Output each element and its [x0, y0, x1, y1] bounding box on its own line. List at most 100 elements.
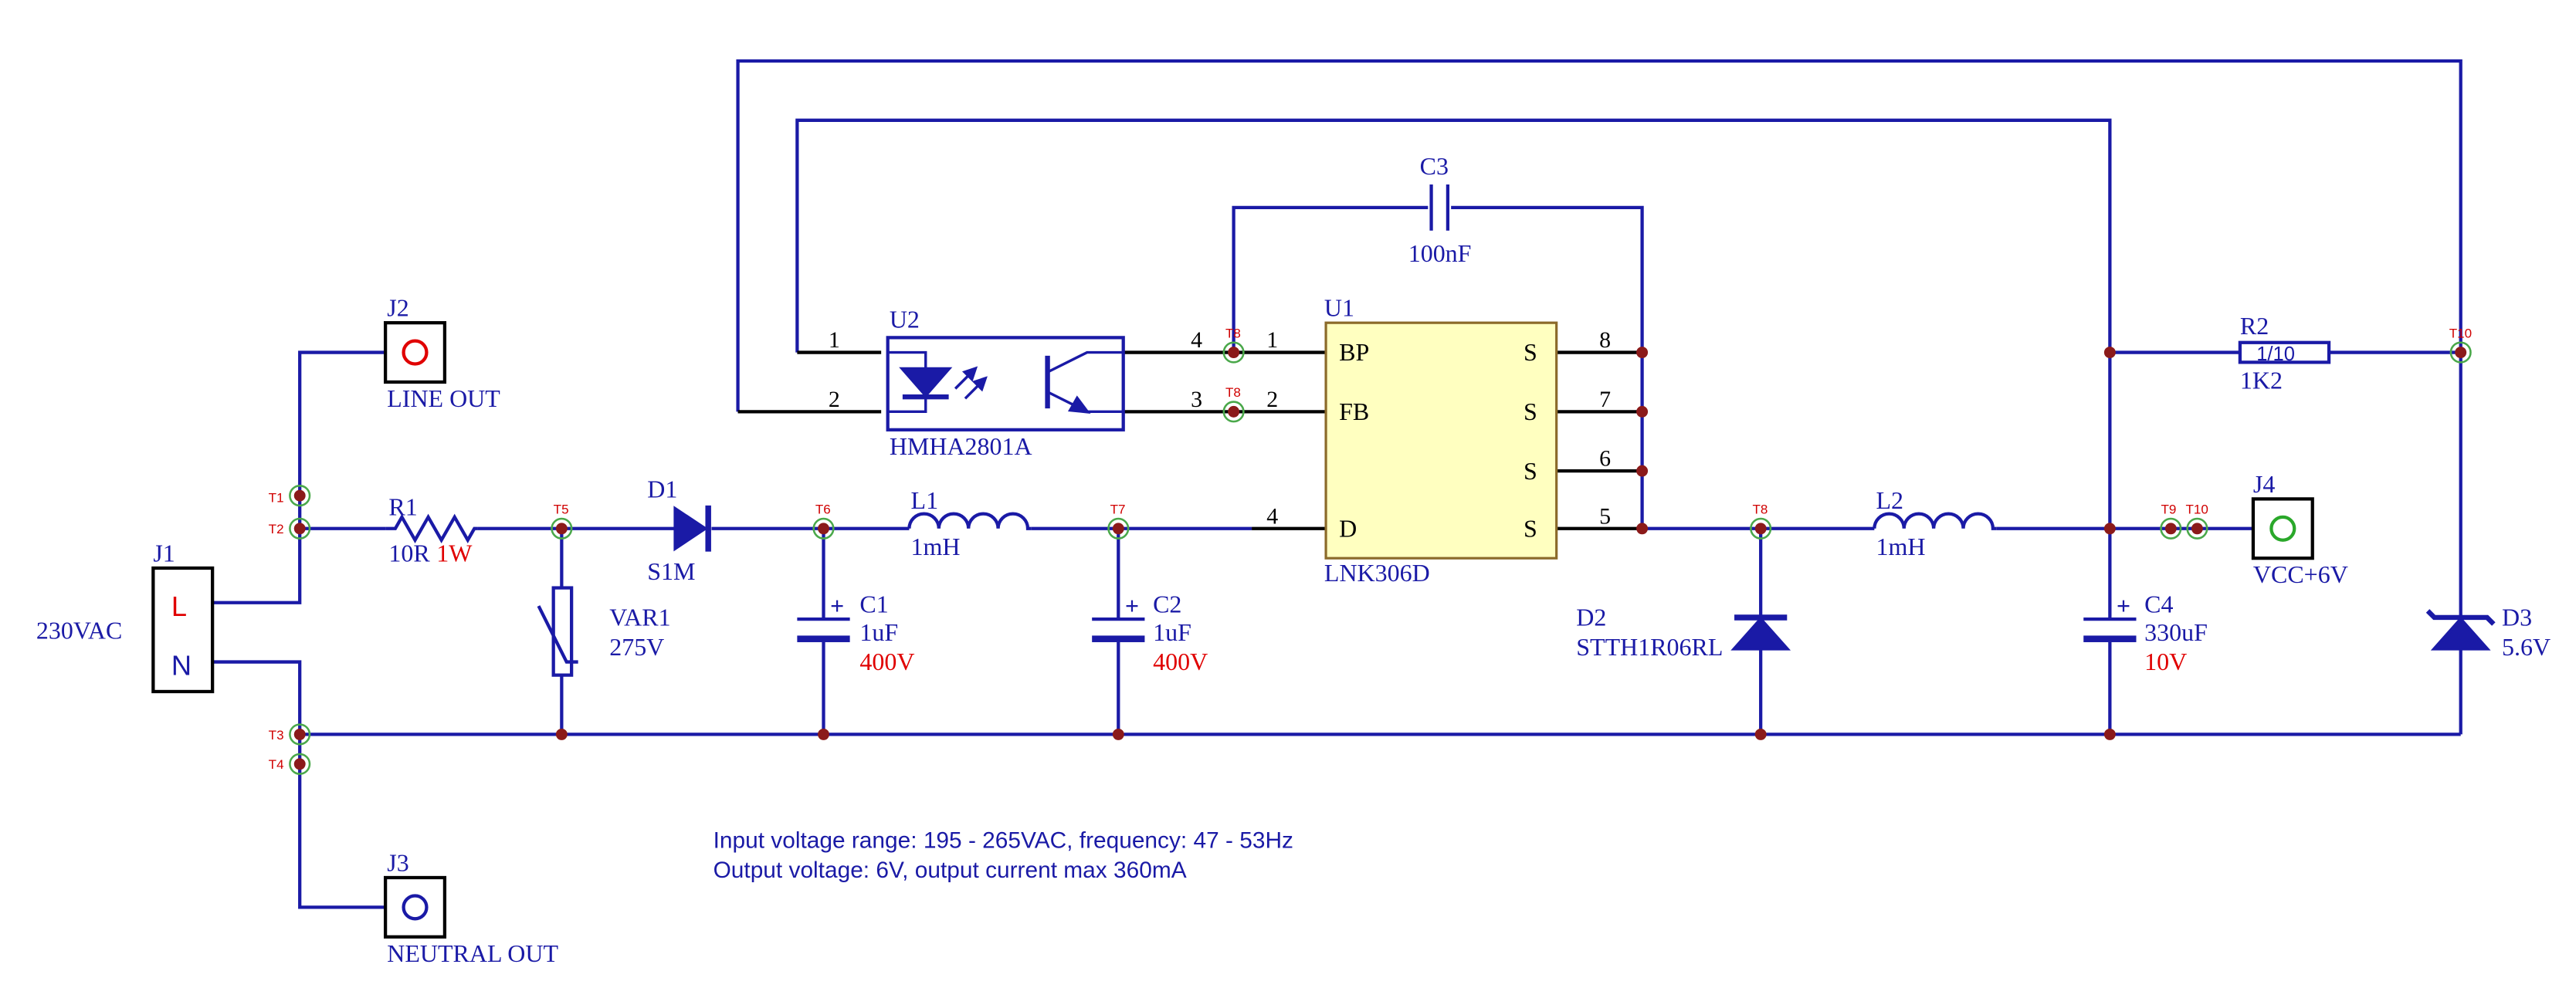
c4-rating: 10V — [2144, 648, 2187, 675]
varistor-slash-icon — [537, 605, 578, 664]
u1-pin-d-label: D — [1339, 514, 1357, 542]
u1-pin6-label: S — [1524, 457, 1537, 485]
j3-name: NEUTRAL OUT — [387, 939, 558, 967]
varistor-var1: VAR1 275V — [537, 586, 671, 677]
c3-ref: C3 — [1420, 152, 1449, 180]
test-point-ring-icon — [289, 723, 311, 746]
junction-dot — [2455, 347, 2467, 359]
test-point-ring-icon — [1750, 517, 1772, 540]
led-arrowhead-icon — [961, 366, 978, 382]
test-point-t9: T9 — [2161, 502, 2176, 517]
resistor-r1: R1 10R 1W — [385, 493, 478, 567]
junction-dot — [818, 728, 829, 740]
test-point-ring-icon — [1222, 401, 1245, 423]
test-points: T1 T2 T3 T4 T5 T6 T7 T8 T8 T8 T9 T10 T10 — [269, 326, 2472, 775]
connector-j2: J2 LINE OUT — [383, 294, 500, 412]
test-point-t5: T5 — [554, 502, 569, 517]
d2-value: STTH1R06RL — [1576, 633, 1723, 661]
cap-plus-icon: + — [830, 592, 844, 620]
c2-rating: 400V — [1153, 648, 1208, 675]
junction-dot — [818, 523, 829, 535]
u1-part: LNK306D — [1324, 559, 1430, 587]
var1-value: 275V — [609, 633, 664, 661]
test-point-t6: T6 — [815, 502, 831, 517]
u1-pin7-label: S — [1524, 398, 1537, 425]
junction-dot — [1636, 347, 1649, 359]
junction-dot — [293, 728, 306, 740]
l2-ref: L2 — [1876, 486, 1903, 514]
junction-dot — [2103, 728, 2116, 740]
note-line-2: Output voltage: 6V, output current max 3… — [713, 858, 1187, 883]
junction-dot — [1636, 523, 1649, 535]
resistor-box-icon — [2238, 340, 2331, 364]
u2-pin2-num: 2 — [829, 387, 840, 412]
junction-dot — [2103, 347, 2116, 359]
ic-u1: U1 LNK306D BP FB D S S S S 1 2 4 8 7 6 5 — [1266, 294, 1611, 587]
junction-dot — [293, 758, 306, 770]
test-point-t8c: T8 — [1753, 502, 1768, 517]
u1-pin8-num: 8 — [1599, 327, 1611, 353]
wire-j1-n — [212, 660, 302, 735]
r2-body-text: 1/10 — [2256, 343, 2295, 365]
j3-body — [383, 875, 447, 939]
junction-dot — [293, 523, 306, 535]
capacitor-c2: + C2 1uF 400V — [1092, 590, 1208, 675]
test-point-ring-icon — [812, 517, 835, 540]
u1-pin5-num: 5 — [1599, 503, 1611, 529]
u2-pin1-num: 1 — [829, 327, 840, 353]
capacitor-c1: + C1 1uF 400V — [797, 590, 915, 675]
var1-ref: VAR1 — [609, 604, 670, 631]
source-label: 230VAC — [36, 617, 122, 645]
test-point-ring-icon — [289, 485, 311, 507]
green-circle-terminal-icon — [2269, 515, 2296, 542]
d1-ref: D1 — [647, 475, 677, 502]
cap-plate-bottom-icon — [797, 635, 850, 642]
junction-dot — [555, 523, 568, 535]
l1-ref: L1 — [911, 486, 939, 514]
junction-dot — [1228, 405, 1240, 418]
diode-triangle-icon — [673, 506, 708, 552]
c1-rating: 400V — [859, 648, 914, 675]
inductor-l2: L2 1mH — [1873, 486, 1997, 560]
note-line-1: Input voltage range: 195 - 265VAC, frequ… — [713, 828, 1293, 854]
j1-pin-n: N — [171, 650, 192, 682]
c2-value: 1uF — [1153, 618, 1191, 646]
capacitor-c4: + C4 330uF 10V — [2083, 590, 2208, 675]
u1-ref: U1 — [1324, 294, 1354, 322]
u1-pin2-num: 2 — [1266, 387, 1278, 412]
cap-plus-icon: + — [1125, 592, 1139, 620]
c1-ref: C1 — [859, 590, 888, 618]
wire-line-out — [298, 350, 386, 496]
test-point-ring-icon — [289, 517, 311, 540]
c1-value: 1uF — [859, 618, 898, 646]
blue-circle-terminal-icon — [402, 894, 429, 921]
test-point-t4: T4 — [269, 757, 284, 772]
wire-c3-left — [1232, 205, 1429, 353]
j4-ref: J4 — [2253, 470, 2275, 498]
test-point-t8b: T8 — [1225, 385, 1241, 400]
j2-body — [383, 321, 447, 384]
d1-value: S1M — [647, 557, 695, 585]
j3-ref: J3 — [387, 848, 408, 876]
test-point-ring-icon — [1107, 517, 1130, 540]
inductor-coil-icon — [907, 512, 1032, 530]
j4-body — [2251, 497, 2314, 560]
j4-name: VCC+6V — [2253, 560, 2348, 588]
test-point-ring-icon — [551, 517, 573, 540]
red-circle-terminal-icon — [402, 339, 429, 366]
u1-pin6-num: 6 — [1599, 446, 1611, 472]
junction-dot — [1228, 347, 1240, 359]
cap-plate-bottom-icon — [1092, 635, 1145, 642]
u1-pin-fb-label: FB — [1339, 398, 1369, 425]
resistor-r2: 1/10 R2 1K2 — [2238, 312, 2331, 394]
wire-c3-right — [1451, 205, 1644, 529]
u2-pin3-num: 3 — [1191, 387, 1202, 412]
u2-part: HMHA2801A — [890, 432, 1032, 460]
junction-dot — [1112, 523, 1124, 535]
junction-dot — [1636, 405, 1649, 418]
junction-dot — [2164, 523, 2177, 535]
zener-triangle-icon — [2430, 616, 2491, 651]
l1-value: 1mH — [911, 533, 961, 560]
r1-rating: 1W — [436, 539, 473, 567]
